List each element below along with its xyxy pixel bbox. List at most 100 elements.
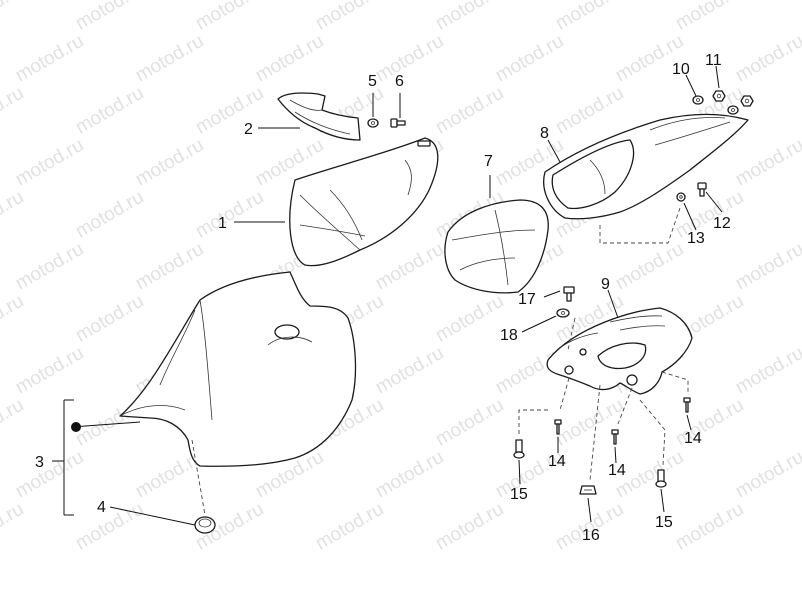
part-pad-7 [444, 199, 549, 294]
part-bolt-15a [513, 439, 525, 459]
callout-2: 2 [244, 121, 253, 138]
cowl-mount-line [599, 204, 682, 244]
watermark-text: motod.ru [0, 0, 27, 34]
watermark-text: motod.ru [72, 187, 147, 243]
callout-13: 13 [687, 230, 705, 247]
part-bolt-15b [655, 469, 667, 488]
assembly-line [518, 409, 548, 435]
watermark-text: motod.ru [432, 395, 507, 451]
watermark-text: motod.ru [432, 499, 507, 555]
callout-14b: 14 [608, 462, 626, 479]
watermark-text: motod.ru [312, 0, 387, 34]
watermark-text: motod.ru [132, 135, 207, 191]
watermark-text: motod.ru [72, 83, 147, 139]
watermark-text: motod.ru [12, 447, 87, 503]
callout-16: 16 [582, 527, 600, 544]
watermark-text: motod.ru [732, 31, 802, 87]
watermark-text: motod.ru [132, 239, 207, 295]
callout-labels: 1 2 3 4 5 6 7 8 9 10 11 12 13 14 14 14 1… [35, 52, 731, 544]
assembly-line [589, 384, 601, 481]
part-screw-12 [697, 182, 707, 197]
watermark-text: motod.ru [552, 0, 627, 34]
watermark-text: motod.ru [192, 83, 267, 139]
callout-10: 10 [672, 61, 690, 78]
assembly-line [559, 377, 570, 411]
watermark-text: motod.ru [12, 135, 87, 191]
watermark-text: motod.ru [0, 499, 27, 555]
part-screw-14c [683, 397, 691, 413]
part-seat-cover [289, 137, 439, 267]
watermark-text: motod.ru [732, 343, 802, 399]
callout-15a: 15 [510, 486, 528, 503]
watermark-text: motod.ru [72, 291, 147, 347]
part-rubber-pad [194, 516, 216, 534]
part-rider-seat [119, 271, 357, 467]
callout-11: 11 [705, 52, 722, 69]
callout-15b: 15 [655, 514, 673, 531]
callout-6: 6 [395, 73, 404, 90]
part-clip-16 [579, 485, 597, 495]
watermark-text: motod.ru [252, 31, 327, 87]
part-mounting-base [546, 307, 693, 395]
leader-lines [52, 65, 723, 526]
callout-7: 7 [484, 153, 493, 170]
part-screw-14b [611, 429, 619, 445]
part-washer-18 [556, 308, 570, 318]
part-bracket [277, 92, 361, 141]
part-washer-5 [367, 118, 379, 128]
watermark-text: motod.ru [192, 187, 267, 243]
watermark-text: motod.ru [372, 239, 447, 295]
assembly-line [567, 317, 576, 351]
watermark-text: motod.ru [132, 31, 207, 87]
callout-3: 3 [35, 454, 44, 471]
part-nut-11b [740, 95, 754, 107]
part-screw-14a [554, 419, 562, 435]
callout-18: 18 [500, 327, 518, 344]
watermark-text: motod.ru [372, 31, 447, 87]
callout-8: 8 [540, 125, 549, 142]
watermark-text: motod.ru [432, 0, 507, 34]
watermark-text: motod.ru [672, 499, 747, 555]
callout-14a: 14 [548, 453, 566, 470]
assembly-line [661, 371, 689, 395]
watermark-text: motod.ru [732, 239, 802, 295]
part-washer-10 [692, 95, 704, 105]
watermark-text: motod.ru [492, 31, 567, 87]
watermark-text: motod.ru [192, 0, 267, 34]
watermark-text: motod.ru [72, 499, 147, 555]
watermark-text: motod.ru [12, 239, 87, 295]
watermark-text: motod.ru [0, 395, 27, 451]
watermark-text: motod.ru [732, 135, 802, 191]
callout-9: 9 [601, 276, 610, 293]
watermark-text: motod.ru [12, 31, 87, 87]
callout-1: 1 [218, 215, 227, 232]
watermark-text: motod.ru [0, 83, 27, 139]
part-nut-11 [712, 90, 726, 102]
watermark-text: motod.ru [672, 0, 747, 34]
watermark-text: motod.ru [432, 291, 507, 347]
callout-12: 12 [713, 215, 731, 232]
watermark-text: motod.ru [0, 187, 27, 243]
callout-dot [71, 422, 81, 432]
callout-14c: 14 [684, 430, 702, 447]
watermark-text: motod.ru [0, 291, 27, 347]
part-screw-6 [390, 118, 406, 128]
callout-17: 17 [518, 291, 536, 308]
part-screw-17 [563, 286, 575, 302]
watermark-text: motod.ru [732, 447, 802, 503]
part-washer-10b [727, 105, 739, 115]
watermark-text: motod.ru [372, 447, 447, 503]
pad-alignment-line [191, 439, 206, 516]
part-washer-13 [676, 192, 686, 202]
watermark-text: motod.ru [372, 343, 447, 399]
part-tail-cowl [543, 113, 749, 220]
callout-5: 5 [368, 73, 377, 90]
callout-4: 4 [97, 499, 106, 516]
watermark-text: motod.ru [612, 239, 687, 295]
watermark-text: motod.ru [552, 83, 627, 139]
watermark-text: motod.ru [432, 83, 507, 139]
watermark-text: motod.ru [312, 499, 387, 555]
watermark-text: motod.ru [12, 343, 87, 399]
watermark-text: motod.ru [72, 0, 147, 34]
